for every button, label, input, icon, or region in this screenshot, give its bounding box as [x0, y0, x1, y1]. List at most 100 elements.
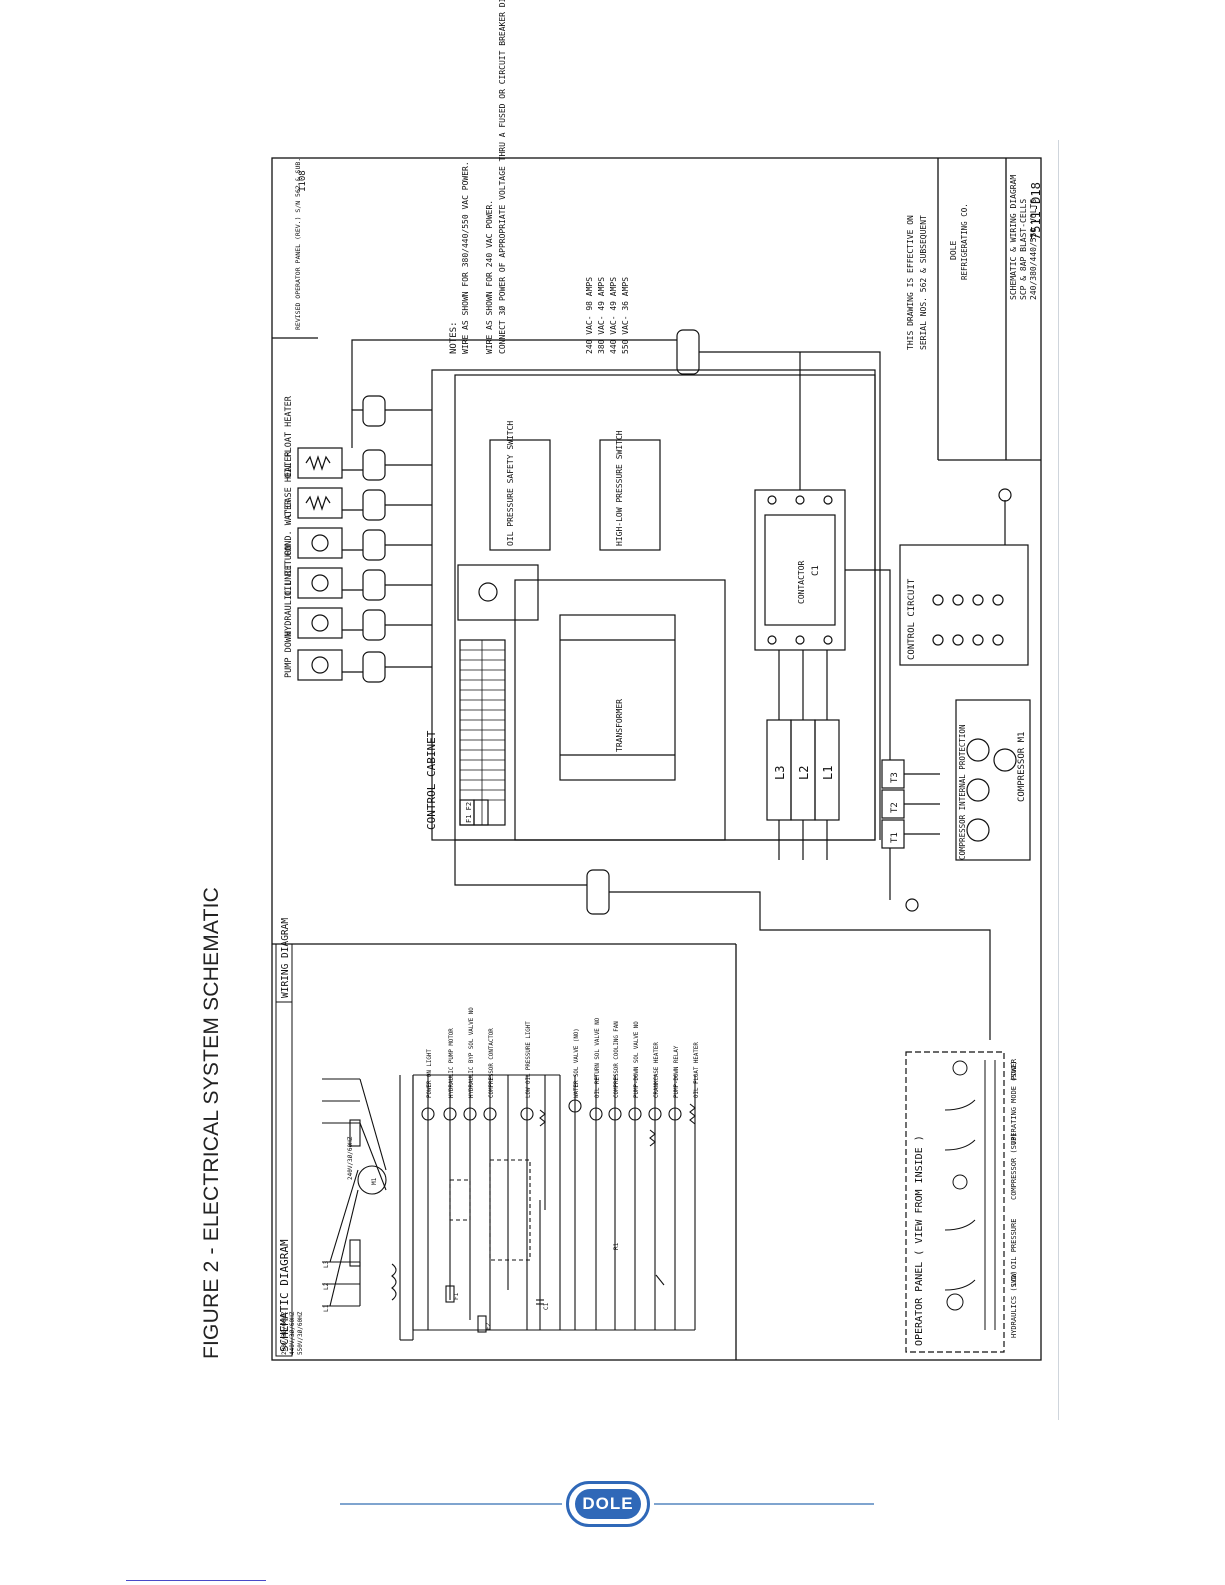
- control-circuit-box: [899, 544, 1029, 666]
- terminal-strip: [459, 639, 506, 826]
- schematic-diagram: [322, 1074, 696, 1341]
- svg-text:HYDRAULICS (SV2): HYDRAULICS (SV2): [1010, 1271, 1018, 1338]
- svg-text:L3: L3: [773, 766, 787, 780]
- wiring-header: WIRING DIAGRAM: [280, 918, 291, 998]
- svg-text:COMPRESSOR CONTACTOR: COMPRESSOR CONTACTOR: [489, 1028, 495, 1098]
- transformer-box: [559, 614, 676, 781]
- notes-block: NOTES: WIRE AS SHOWN FOR 380/440/550 VAC…: [449, 0, 928, 354]
- svg-text:OIL RETURN SOL VALVE NO: OIL RETURN SOL VALVE NO: [595, 1017, 601, 1098]
- dole-logo: DOLE: [566, 1481, 650, 1527]
- svg-text:R1: R1: [613, 1242, 620, 1250]
- svg-text:LOW OIL PRESSURE LIGHT: LOW OIL PRESSURE LIGHT: [526, 1021, 532, 1098]
- svg-text:CRANKCASE HEATER: CRANKCASE HEATER: [654, 1042, 660, 1098]
- svg-text:SCP & 8AP BLAST-CELLS: SCP & 8AP BLAST-CELLS: [1019, 199, 1028, 300]
- svg-text:440 VAC- 49 AMPS: 440 VAC- 49 AMPS: [609, 277, 618, 354]
- svg-text:T3: T3: [890, 772, 900, 783]
- svg-text:PUMP-DOWN SOL VALVE NO: PUMP-DOWN SOL VALVE NO: [634, 1021, 640, 1098]
- svg-text:240/380/440/550 VOLTS: 240/380/440/550 VOLTS: [1029, 199, 1038, 300]
- svg-text:OPERATING MODE (SV2): OPERATING MODE (SV2): [1010, 1061, 1018, 1145]
- oil-pressure-switch-label: OIL PRESSURE SAFETY SWITCH: [506, 421, 515, 546]
- operator-panel: OPERATOR PANEL ( VIEW FROM INSIDE ) HYDR…: [905, 1051, 1018, 1353]
- svg-text:WIRE AS SHOWN FOR 380/440/550: WIRE AS SHOWN FOR 380/440/550 VAC POWER.: [461, 161, 470, 354]
- drawing-frame: [271, 157, 1042, 1361]
- control-circuit-label: CONTROL CIRCUIT: [907, 578, 917, 660]
- high-low-switch-label: HIGH-LOW PRESSURE SWITCH: [615, 430, 624, 546]
- svg-text:OIL FLOAT HEATER: OIL FLOAT HEATER: [694, 1042, 700, 1098]
- footer-rule-right: [654, 1503, 874, 1505]
- contactor-label: CONTACTOR: [797, 560, 806, 604]
- svg-text:240V/3Ø/60HZ: 240V/3Ø/60HZ: [347, 1136, 354, 1180]
- svg-text:440V/3Ø/60HZ: 440V/3Ø/60HZ: [289, 1311, 296, 1355]
- svg-text:C'CASE HEATER: C'CASE HEATER: [284, 451, 294, 518]
- svg-text:REFRIGERATING CO.: REFRIGERATING CO.: [960, 203, 969, 280]
- svg-text:WIRE AS SHOWN FOR 240 VAC POWE: WIRE AS SHOWN FOR 240 VAC POWER.: [485, 200, 494, 354]
- revision-note: REVISED OPERATOR PANEL (REV.) S/N 562 & …: [294, 158, 302, 330]
- svg-text:550 VAC- 36 AMPS: 550 VAC- 36 AMPS: [621, 277, 630, 354]
- svg-text:LOW OIL PRESSURE: LOW OIL PRESSURE: [1010, 1219, 1018, 1286]
- control-cabinet-label: CONTROL CABINET: [425, 730, 438, 830]
- svg-text:F1 F2: F1 F2: [465, 802, 473, 823]
- svg-text:COMPRESSOR (SV3): COMPRESSOR (SV3): [1010, 1133, 1018, 1200]
- page-edge-line: [1058, 140, 1059, 1420]
- svg-text:M1: M1: [371, 1177, 378, 1185]
- compressor-protection-label: COMPRESSOR INTERNAL PROTECTION: [958, 725, 967, 860]
- svg-text:L2: L2: [797, 766, 811, 780]
- fuse-f2: [477, 1315, 487, 1333]
- svg-text:240 VAC- 98 AMPS: 240 VAC- 98 AMPS: [585, 277, 594, 354]
- schematic-motor-m1: [357, 1165, 387, 1195]
- drawing-number: 7511-D18: [1029, 182, 1043, 240]
- svg-text:SCHEMATIC & WIRING DIAGRAM: SCHEMATIC & WIRING DIAGRAM: [1009, 175, 1018, 300]
- svg-text:F2: F2: [485, 1322, 492, 1330]
- svg-text:C1: C1: [811, 565, 821, 576]
- svg-text:PUMP-DOWN RELAY: PUMP-DOWN RELAY: [674, 1045, 680, 1098]
- svg-text:OIL RETURN: OIL RETURN: [284, 545, 294, 596]
- notes-title: NOTES:: [449, 321, 459, 354]
- svg-text:DOLE: DOLE: [949, 241, 958, 260]
- svg-text:L1: L1: [821, 766, 835, 780]
- outer-border: [271, 157, 1042, 1361]
- svg-text:COND. WATER: COND. WATER: [284, 499, 294, 556]
- transformer-label: TRANSFORMER: [615, 699, 624, 752]
- svg-text:380 VAC- 49 AMPS: 380 VAC- 49 AMPS: [597, 277, 606, 354]
- dole-logo-text: DOLE: [575, 1489, 641, 1519]
- compressor-label: COMPRESSOR M1: [1017, 732, 1027, 802]
- footnote-rule: [126, 1580, 266, 1581]
- fuse-f1: [445, 1285, 455, 1303]
- svg-text:550V/3Ø/60HZ: 550V/3Ø/60HZ: [297, 1311, 304, 1355]
- svg-text:L2: L2: [323, 1282, 330, 1290]
- svg-text:CONNECT 3Ø POWER OF APPROPRIAT: CONNECT 3Ø POWER OF APPROPRIATE VOLTAGE …: [497, 0, 507, 354]
- operator-panel-title: OPERATOR PANEL ( VIEW FROM INSIDE ): [914, 1135, 925, 1346]
- schematic-load-labels: POWER ON LIGHT HYDRAULIC PUMP MOTOR HYDR…: [427, 1007, 700, 1098]
- svg-text:T1: T1: [890, 832, 900, 843]
- svg-text:COMPRESSOR COOLING FAN: COMPRESSOR COOLING FAN: [614, 1021, 620, 1098]
- svg-text:OIL FLOAT HEATER: OIL FLOAT HEATER: [284, 395, 294, 478]
- schematic-supply-labels: 208V/3Ø/60HZ 440V/3Ø/60HZ 550V/3Ø/60HZ 2…: [281, 1136, 620, 1355]
- svg-text:F1: F1: [453, 1292, 460, 1300]
- schematic-rungs: [412, 1074, 696, 1331]
- top-load-boxes: [297, 447, 343, 681]
- svg-text:SERIAL NOS. 562 & SUBSEQUENT: SERIAL NOS. 562 & SUBSEQUENT: [919, 215, 928, 350]
- svg-text:L1: L1: [323, 1304, 330, 1312]
- svg-text:POWER: POWER: [1010, 1058, 1018, 1080]
- svg-text:L3: L3: [323, 1260, 330, 1268]
- svg-text:C1: C1: [543, 1302, 550, 1310]
- svg-text:PUMP DOWN: PUMP DOWN: [284, 632, 294, 678]
- svg-text:POWER ON LIGHT: POWER ON LIGHT: [427, 1049, 433, 1098]
- compressor-box: [955, 699, 1031, 861]
- revision-number: 1108: [298, 170, 308, 192]
- wiring-diagram: [297, 329, 1031, 1040]
- section-headers: SCHEMATIC DIAGRAM WIRING DIAGRAM: [275, 918, 293, 1357]
- svg-text:HYDRAULIC PUMP MOTOR: HYDRAULIC PUMP MOTOR: [449, 1028, 455, 1098]
- title-block: REVISED OPERATOR PANEL (REV.) S/N 562 & …: [294, 158, 1043, 330]
- schematic-header: SCHEMATIC DIAGRAM: [278, 1239, 291, 1352]
- svg-text:T2: T2: [890, 802, 900, 813]
- svg-text:WATER SOL VALVE (NO): WATER SOL VALVE (NO): [574, 1028, 580, 1098]
- svg-text:HYDRAULIC BYP SOL VALVE NO: HYDRAULIC BYP SOL VALVE NO: [469, 1007, 475, 1098]
- load-wires: [342, 339, 991, 1040]
- schematic-load-symbols: [421, 1099, 696, 1147]
- effective-note: THIS DRAWING IS EFFECTIVE ON: [906, 215, 915, 350]
- footer-rule-left: [340, 1503, 562, 1505]
- wiring-labels: CONTROL CABINET PUMP DOWN HYDRAULIC UNIT…: [284, 395, 1027, 860]
- cable-tubes: [362, 329, 700, 915]
